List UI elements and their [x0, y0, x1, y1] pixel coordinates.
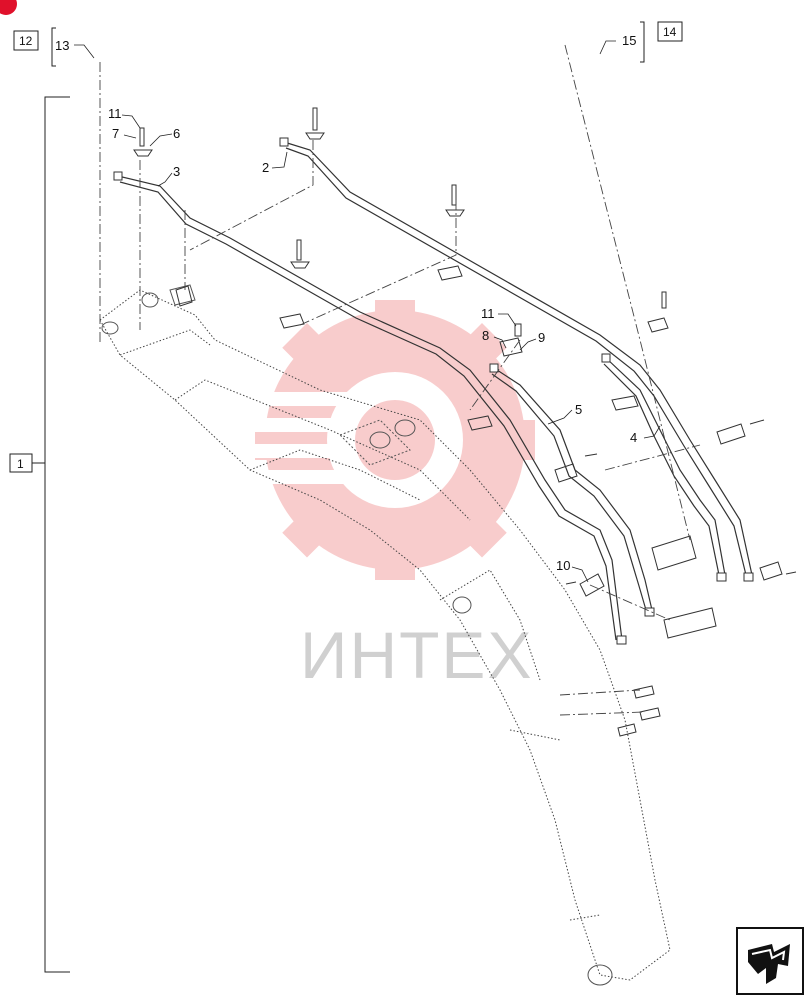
callout-4: 4 — [630, 430, 637, 445]
boxed-ref-1: 1 — [9, 453, 45, 473]
callout-5: 5 — [575, 402, 582, 417]
callout-labels: 13 15 11 7 6 3 2 11 8 9 5 4 10 — [55, 33, 637, 573]
boom-outline — [99, 289, 671, 981]
callout-15: 15 — [622, 33, 636, 48]
callout-6: 6 — [173, 126, 180, 141]
boom-details — [101, 284, 613, 986]
watermark-logo — [250, 300, 535, 580]
callout-13: 13 — [55, 38, 69, 53]
boxed-ref-14: 14 — [657, 21, 683, 42]
callout-2: 2 — [262, 160, 269, 175]
watermark-text: ИНТЕХ — [300, 618, 533, 692]
svg-text:14: 14 — [663, 25, 677, 39]
return-arrow-icon[interactable] — [736, 927, 804, 995]
clamps-and-bolts — [133, 107, 797, 737]
hydraulic-tubes — [117, 141, 753, 641]
boxed-ref-12: 12 — [13, 30, 39, 51]
callout-11-mid: 11 — [481, 306, 495, 321]
reference-lines — [99, 44, 701, 716]
group-brackets — [44, 21, 645, 973]
callout-9: 9 — [538, 330, 545, 345]
callout-8: 8 — [482, 328, 489, 343]
callout-3: 3 — [173, 164, 180, 179]
callout-11-top: 11 — [108, 106, 122, 121]
tube-fittings — [113, 137, 754, 645]
svg-text:1: 1 — [17, 457, 24, 471]
corner-badge — [0, 0, 17, 15]
callout-10: 10 — [556, 558, 570, 573]
callout-leaders — [74, 40, 661, 583]
svg-text:12: 12 — [19, 34, 33, 48]
callout-7: 7 — [112, 126, 119, 141]
